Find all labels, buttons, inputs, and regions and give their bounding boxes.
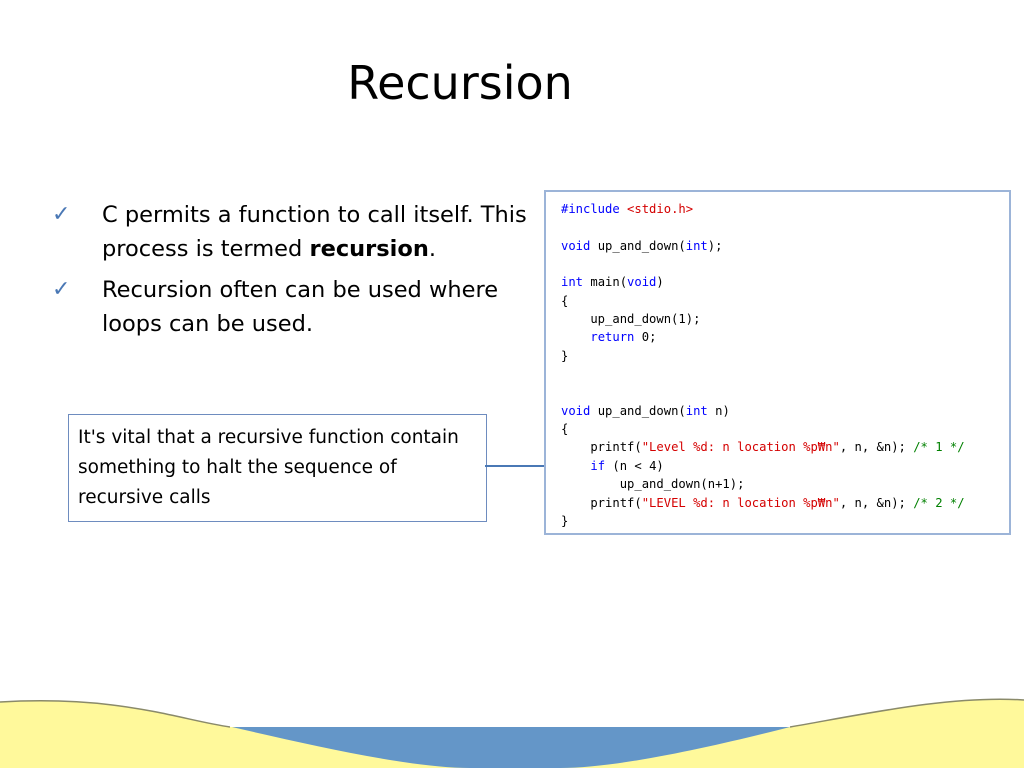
wave-outline [0, 698, 1024, 728]
bullet-list: ✓ C permits a function to call itself. T… [52, 198, 542, 348]
bullet-text: C permits a function to call itself. Thi… [102, 202, 527, 262]
slide-title: Recursion [347, 56, 573, 110]
bullet-item: ✓ C permits a function to call itself. T… [52, 198, 542, 266]
bullet-item: ✓ Recursion often can be used where loop… [52, 273, 542, 341]
wave-blue [232, 727, 790, 768]
callout-box: It's vital that a recursive function con… [68, 414, 487, 522]
bullet-text: Recursion often can be used where loops … [102, 277, 499, 337]
code-panel: #include <stdio.h> void up_and_down(int)… [544, 190, 1011, 535]
callout-connector-line [485, 465, 559, 467]
footer-wave-decoration [0, 698, 1024, 768]
check-mark-icon: ✓ [52, 202, 71, 227]
code-listing: #include <stdio.h> void up_and_down(int)… [561, 202, 965, 528]
bold-term: recursion [309, 236, 429, 262]
check-mark-icon: ✓ [52, 277, 71, 302]
